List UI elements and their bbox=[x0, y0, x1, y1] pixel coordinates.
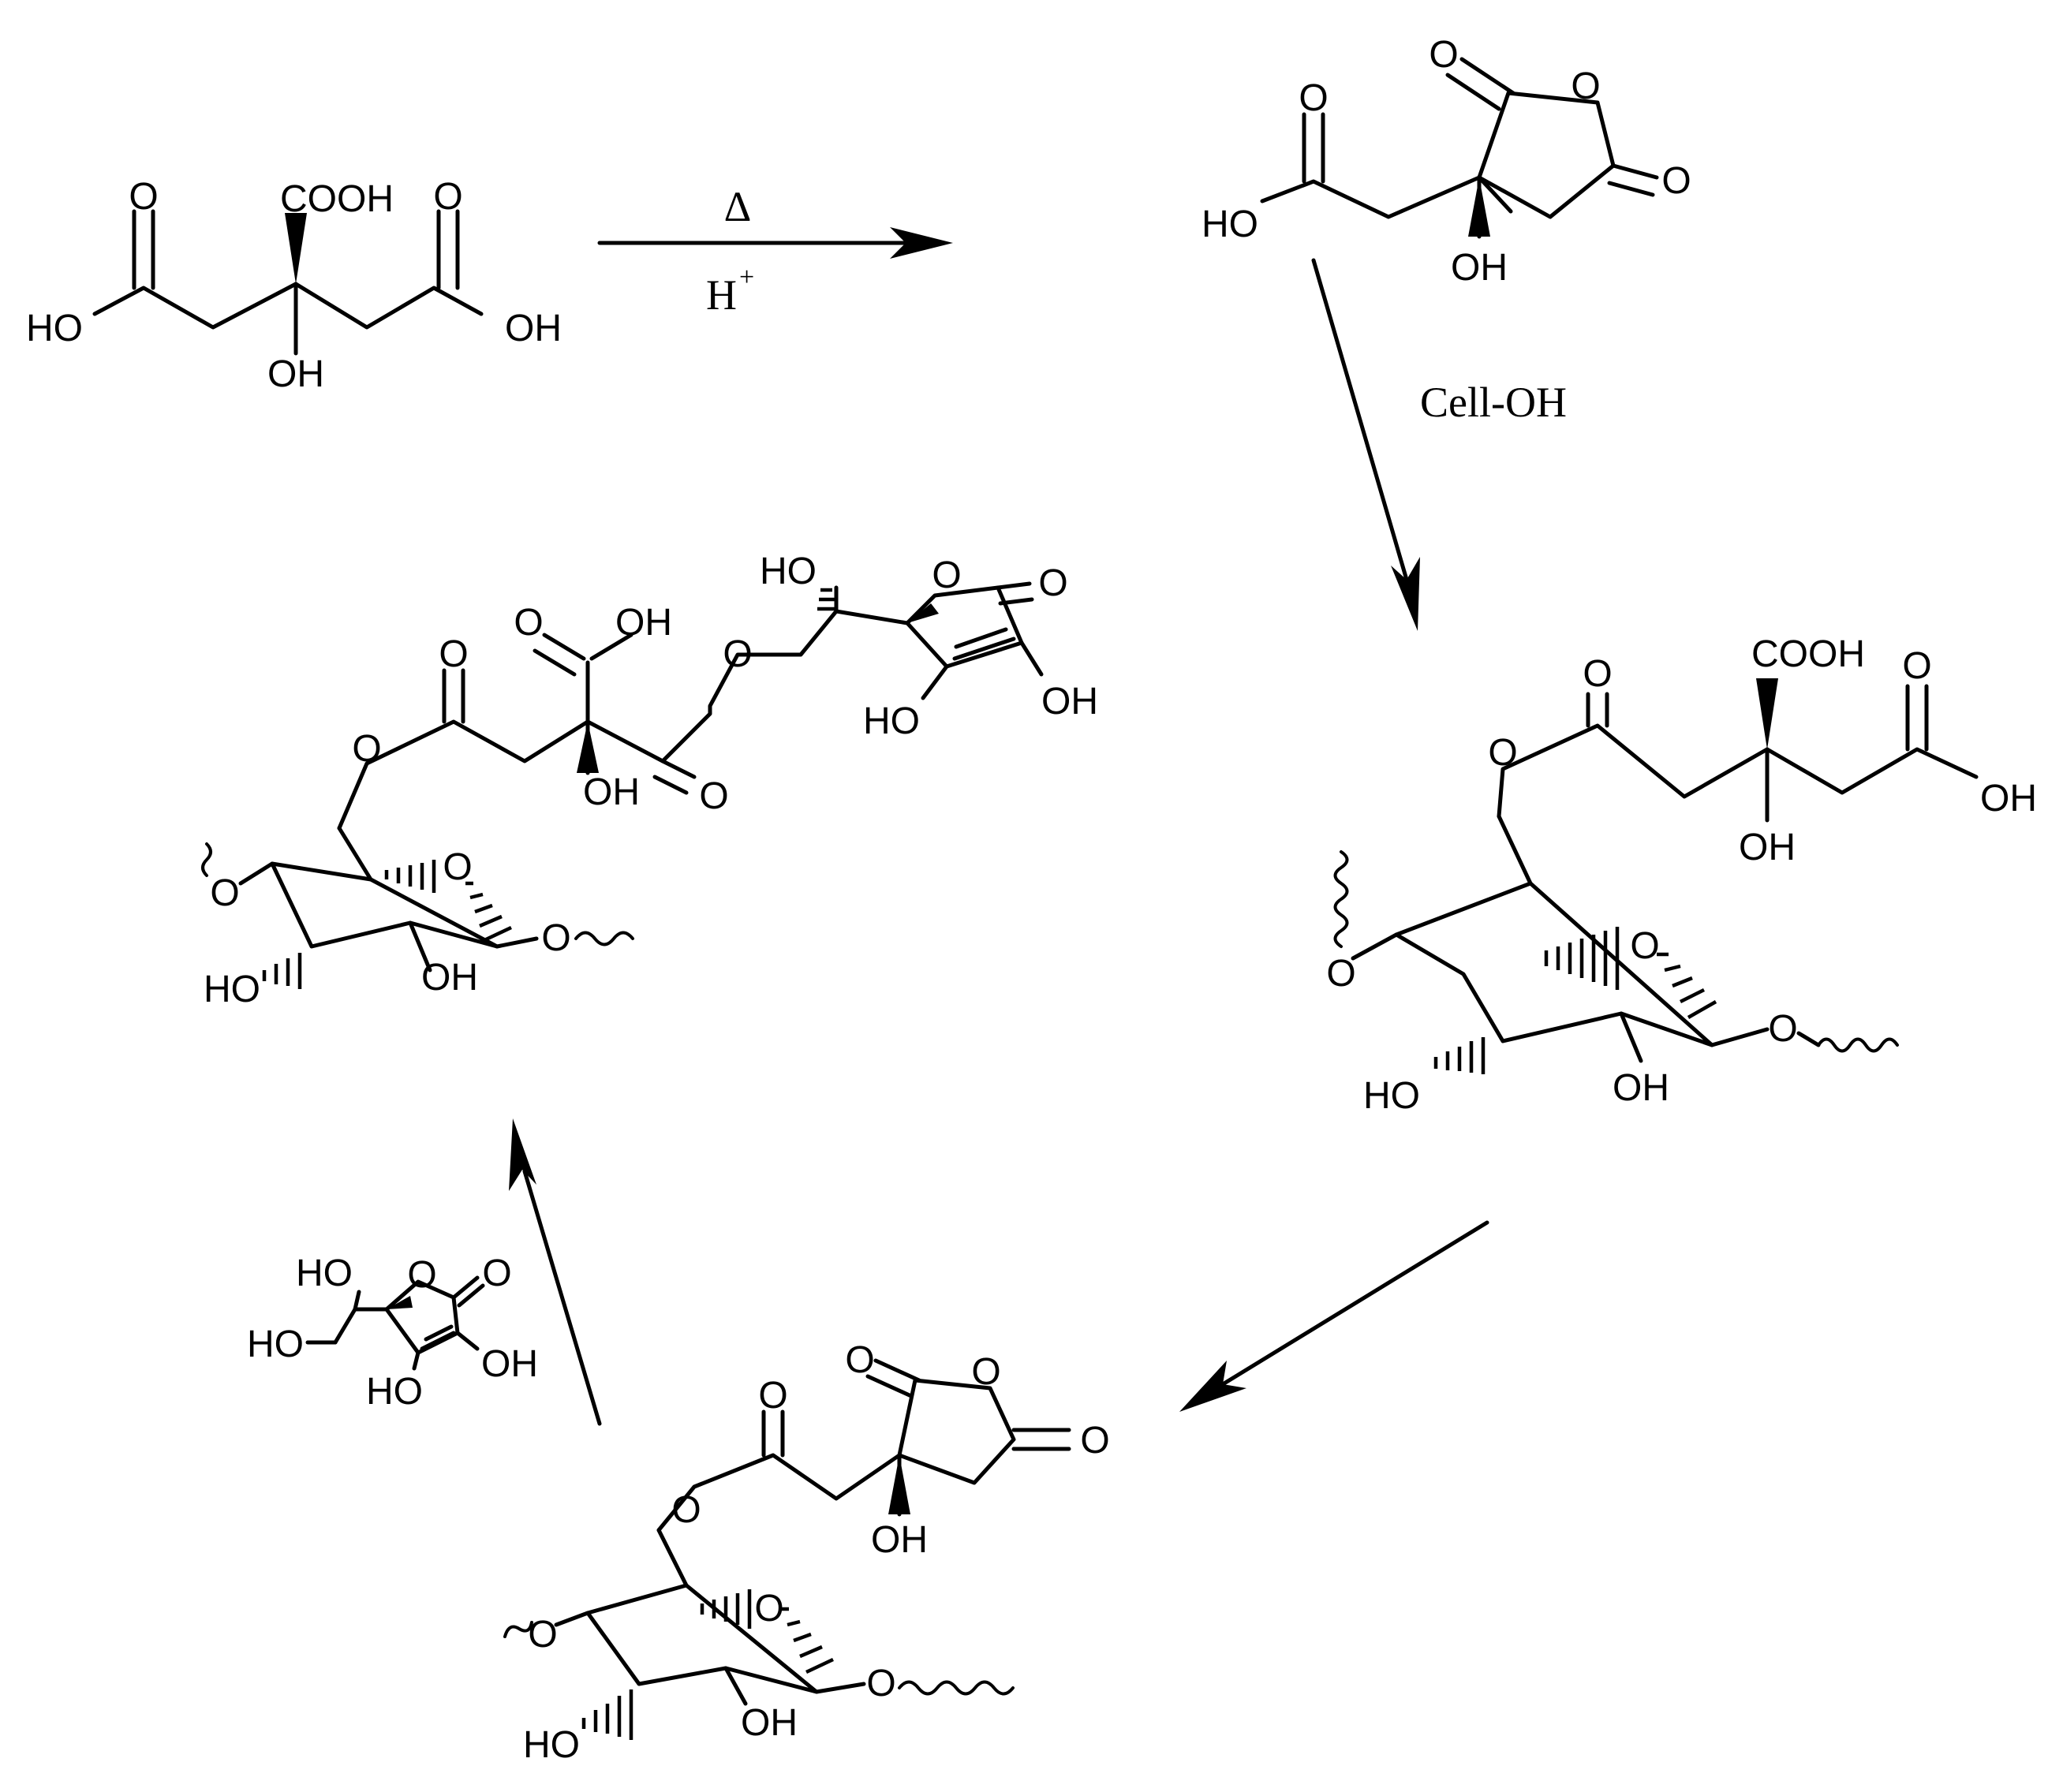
hashed-bond bbox=[817, 588, 837, 611]
hydroxyl-label: HO bbox=[1363, 1075, 1420, 1117]
carbonyl-oxygen-label: O bbox=[1080, 1420, 1109, 1462]
cellulose-citric-anhydride-ester: O O O O O OH bbox=[503, 1339, 1110, 1766]
carbonyl-oxygen-label: O bbox=[1583, 653, 1612, 695]
carbonyl-oxygen-label: O bbox=[758, 1375, 787, 1417]
reaction-arrow-heat-acid: Δ H + bbox=[597, 183, 953, 319]
hydroxyl-label: HO bbox=[366, 1371, 423, 1413]
hashed-bond bbox=[700, 1589, 752, 1629]
hydroxyl-label: OH bbox=[421, 957, 478, 999]
hydroxyl-label: OH bbox=[871, 1519, 928, 1561]
glycosidic-oxygen-label: O bbox=[541, 917, 570, 959]
hydroxyl-label: OH bbox=[1451, 247, 1508, 289]
ring-oxygen-label: O bbox=[443, 846, 472, 888]
hashed-bond bbox=[1544, 927, 1620, 990]
wedge-bond bbox=[1756, 678, 1778, 749]
glycosidic-oxygen-label: O bbox=[866, 1663, 895, 1704]
carbonyl-oxygen-label: O bbox=[699, 775, 728, 817]
hydroxyl-label: HO bbox=[26, 308, 83, 349]
carbonyl-oxygen-label: O bbox=[1429, 34, 1458, 76]
glycosidic-oxygen-label: O bbox=[1326, 953, 1355, 995]
heat-symbol: Δ bbox=[724, 183, 752, 230]
carbonyl-oxygen-label: O bbox=[439, 633, 468, 675]
hydroxyl-label: HO bbox=[247, 1323, 304, 1365]
ester-oxygen-label: O bbox=[352, 728, 381, 770]
hashed-bond bbox=[781, 1607, 834, 1674]
hashed-bond bbox=[1657, 952, 1717, 1019]
wedge-bond bbox=[1468, 177, 1490, 237]
hydroxyl-label: OH bbox=[1613, 1067, 1669, 1109]
hydroxyl-label: OH bbox=[741, 1702, 798, 1744]
reaction-arrow-cellulose: Cell-OH bbox=[1311, 258, 1567, 631]
hydroxyl-label: HO bbox=[204, 969, 260, 1010]
hashed-bond bbox=[384, 860, 436, 893]
hashed-bond bbox=[262, 953, 302, 989]
hydroxyl-label: HO bbox=[1202, 203, 1258, 245]
carboxyl-group-label: COOH bbox=[1751, 633, 1865, 675]
carbonyl-oxygen-label: O bbox=[514, 602, 543, 644]
hydroxyl-label: OH bbox=[267, 353, 324, 395]
hashed-bond bbox=[581, 1689, 633, 1740]
cellulose-citrate-ester: O O COOH O OH OH bbox=[1326, 633, 2037, 1117]
carbonyl-oxygen-label: O bbox=[433, 176, 462, 218]
acid-catalyst-label: H bbox=[706, 271, 737, 319]
carbonyl-oxygen-label: O bbox=[1038, 562, 1067, 604]
carbonyl-oxygen-label: O bbox=[482, 1253, 511, 1294]
hydroxyl-label: HO bbox=[863, 700, 920, 742]
reaction-arrow-ascorbic-acid bbox=[509, 1118, 602, 1426]
ring-oxygen-label: O bbox=[407, 1254, 436, 1296]
carbonyl-oxygen-label: O bbox=[1299, 77, 1328, 119]
ascorbic-acid-reagent: HO HO O O HO OH bbox=[247, 1253, 538, 1413]
carbonyl-oxygen-label: O bbox=[845, 1339, 874, 1381]
ester-oxygen-label: O bbox=[1488, 732, 1517, 774]
glycosidic-oxygen-label: O bbox=[210, 872, 239, 914]
hydroxyl-label: OH bbox=[481, 1343, 538, 1385]
hydroxyl-label: OH bbox=[615, 602, 672, 644]
citric-acid: O O COOH HO OH OH bbox=[26, 176, 562, 395]
glycosidic-oxygen-label: O bbox=[1768, 1008, 1797, 1050]
acid-charge-superscript: + bbox=[739, 263, 754, 292]
hydroxyl-label: HO bbox=[296, 1253, 353, 1294]
hydroxyl-label: OH bbox=[505, 308, 562, 349]
hydroxyl-label: OH bbox=[1739, 827, 1796, 868]
hashed-bond bbox=[465, 881, 512, 943]
hashed-bond bbox=[1433, 1037, 1486, 1074]
ester-oxygen-label: O bbox=[723, 633, 752, 675]
wedge-bond bbox=[285, 213, 307, 284]
ring-oxygen-label: O bbox=[971, 1351, 1000, 1393]
hydroxyl-label: OH bbox=[1041, 681, 1098, 722]
carbonyl-oxygen-label: O bbox=[1902, 645, 1931, 687]
ring-oxygen-label: O bbox=[1630, 925, 1659, 967]
wedge-bond bbox=[907, 603, 939, 623]
carbonyl-oxygen-label: O bbox=[1661, 160, 1691, 202]
ring-oxygen-label: O bbox=[754, 1588, 783, 1630]
wedge-bond bbox=[387, 1296, 413, 1309]
carbonyl-oxygen-label: O bbox=[129, 176, 158, 218]
cellulose-citrate-ascorbate-product: O O O OH OH O O HO O O HO OH bbox=[201, 551, 1098, 1010]
ring-oxygen-label: O bbox=[932, 554, 961, 596]
ring-oxygen-label: O bbox=[1571, 65, 1600, 107]
carboxyl-group-label: COOH bbox=[280, 178, 394, 220]
hydroxyl-label: HO bbox=[523, 1724, 580, 1766]
hydroxyl-label: OH bbox=[583, 771, 640, 813]
reaction-arrow-cyclization bbox=[1179, 1220, 1489, 1412]
ester-oxygen-label: O bbox=[671, 1489, 701, 1531]
hydroxyl-label: OH bbox=[1980, 778, 2037, 819]
hydroxyl-label: HO bbox=[760, 551, 817, 592]
cellulose-reagent-label: Cell-OH bbox=[1420, 379, 1567, 426]
citric-anhydride: O HO OH O O O bbox=[1202, 34, 1691, 289]
glycosidic-oxygen-label: O bbox=[528, 1614, 557, 1656]
